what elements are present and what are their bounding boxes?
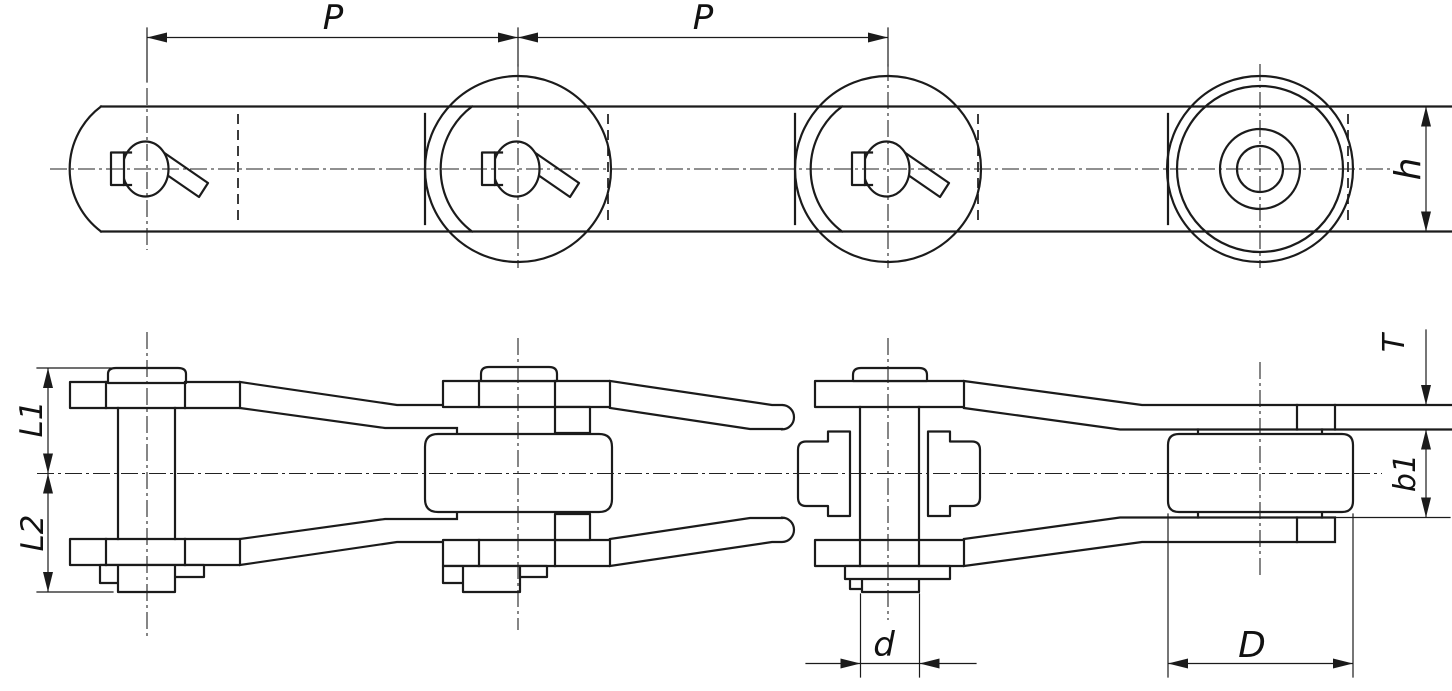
bushing-ticks [1196,428,1324,519]
dim-label-inner-width: b1 [1388,454,1423,492]
centerlines [37,64,1392,640]
plan-view [68,365,1452,594]
cotter-hardware [98,563,952,594]
cotter-pin-tail [152,150,951,199]
pin-shafts [116,405,921,568]
dim-label-plate-height: h [1388,158,1429,181]
dim-label-roller-diameter: D [1238,625,1266,666]
dimension-arrowheads [43,32,1431,669]
cranked-sidebars [238,379,1452,568]
side-view [68,74,1452,264]
dim-label-pitch-1: P [323,0,344,38]
pin-head-flats [122,151,874,187]
dimension-lines [36,27,1451,678]
dimensions: P P h L1 L2 T b1 d D [14,0,1451,678]
washer-division-lines [104,379,1337,568]
hidden-edge-lines [237,114,1349,224]
dim-label-pin-diameter: d [873,625,895,665]
dim-label-plate-thickness: T [1377,331,1412,352]
sidebar-bars [68,379,966,568]
bushing-collars [553,405,982,542]
dim-label-offset-upper: L1 [14,401,50,438]
dim-label-pitch-2: P [693,0,714,38]
dim-label-offset-lower: L2 [15,515,51,552]
